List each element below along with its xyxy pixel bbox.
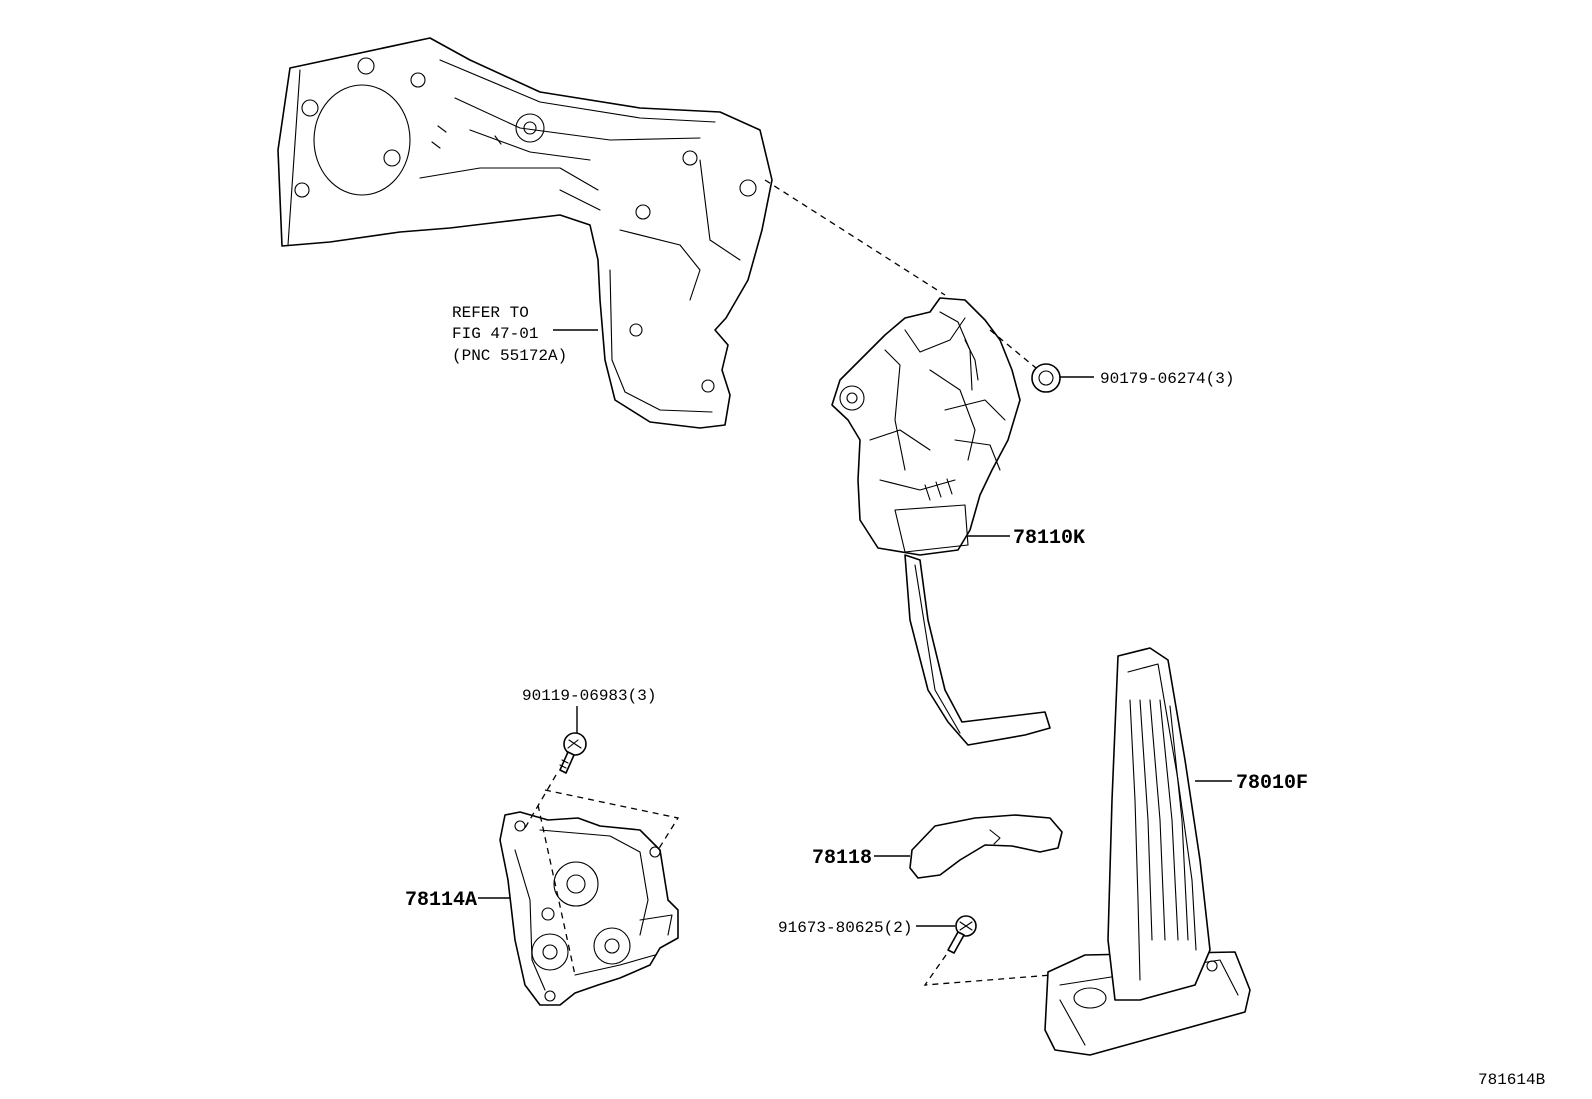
- part-label-sensor: 78110K: [1013, 527, 1085, 550]
- alignment-line-bottom-bolt: [923, 954, 1091, 986]
- refer-label-line3: (PNC 55172A): [452, 347, 567, 365]
- nut-top: [1031, 363, 1061, 393]
- lower-bracket: [499, 811, 679, 1006]
- bolt-left: [559, 732, 587, 774]
- part-label-nut-top: 90179-06274(3): [1100, 370, 1234, 388]
- accelerator-pedal: [1044, 647, 1251, 1056]
- pedal-sensor-assembly: [831, 297, 1051, 746]
- refer-label-line1: REFER TO: [452, 304, 529, 322]
- figure-id-label: 781614B: [1478, 1071, 1545, 1089]
- alignment-line-lower-bracket: [524, 774, 680, 976]
- upper-mounting-bracket: [277, 37, 773, 429]
- alignment-line-nut: [989, 329, 1037, 369]
- part-label-pedal: 78010F: [1236, 772, 1308, 795]
- part-label-bolt-left: 90119-06983(3): [522, 687, 656, 705]
- leader-lines: [478, 329, 1232, 927]
- part-label-pad: 78118: [812, 847, 872, 870]
- alignment-line-bracket-sensor: [764, 179, 946, 296]
- bolt-bottom: [947, 915, 977, 954]
- part-label-bolt-bottom: 91673-80625(2): [778, 919, 912, 937]
- refer-label-line2: FIG 47-01: [452, 325, 538, 343]
- part-label-bracket: 78114A: [405, 889, 477, 912]
- pedal-pad: [909, 814, 1063, 879]
